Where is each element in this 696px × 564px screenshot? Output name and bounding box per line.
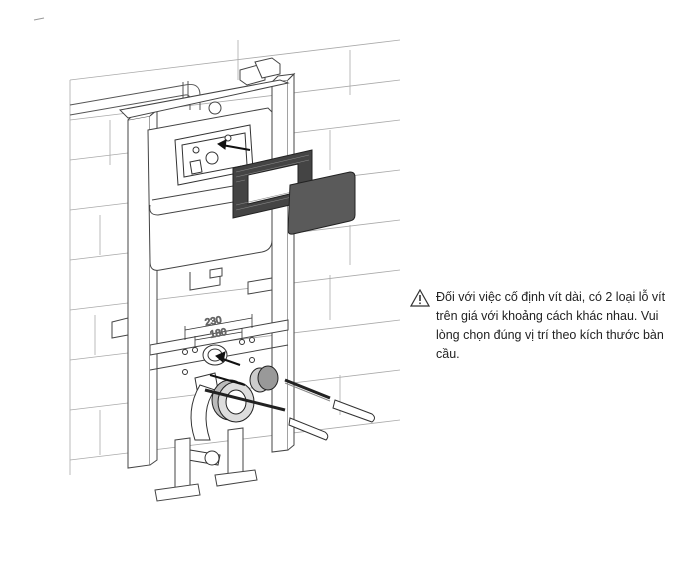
pipe-coupling-small xyxy=(249,365,279,393)
elbow-pipe xyxy=(187,384,221,466)
frame-leg-right xyxy=(214,427,258,487)
installation-note: Đối với việc cố định vít dài, có 2 loại … xyxy=(410,288,670,364)
dimension-lines xyxy=(184,314,253,350)
screw-holes xyxy=(182,337,255,375)
side-bracket-left xyxy=(111,317,129,339)
dimension-230: 230 xyxy=(204,315,223,329)
threaded-rods xyxy=(204,378,331,412)
side-bracket-right xyxy=(247,277,273,295)
frame-top-bar xyxy=(118,57,290,119)
corner-mark xyxy=(33,17,45,21)
flush-plate xyxy=(287,171,356,235)
note-text: Đối với việc cố định vít dài, có 2 loại … xyxy=(436,290,666,361)
warning-triangle-icon xyxy=(410,289,430,307)
rod-sleeves xyxy=(288,399,375,441)
mounting-plate xyxy=(174,124,254,186)
dimension-180: 180 xyxy=(209,327,228,341)
assembly-arrows-bottom xyxy=(209,351,246,386)
frame-rail-right xyxy=(271,72,296,453)
frame-leg-left xyxy=(154,437,201,502)
